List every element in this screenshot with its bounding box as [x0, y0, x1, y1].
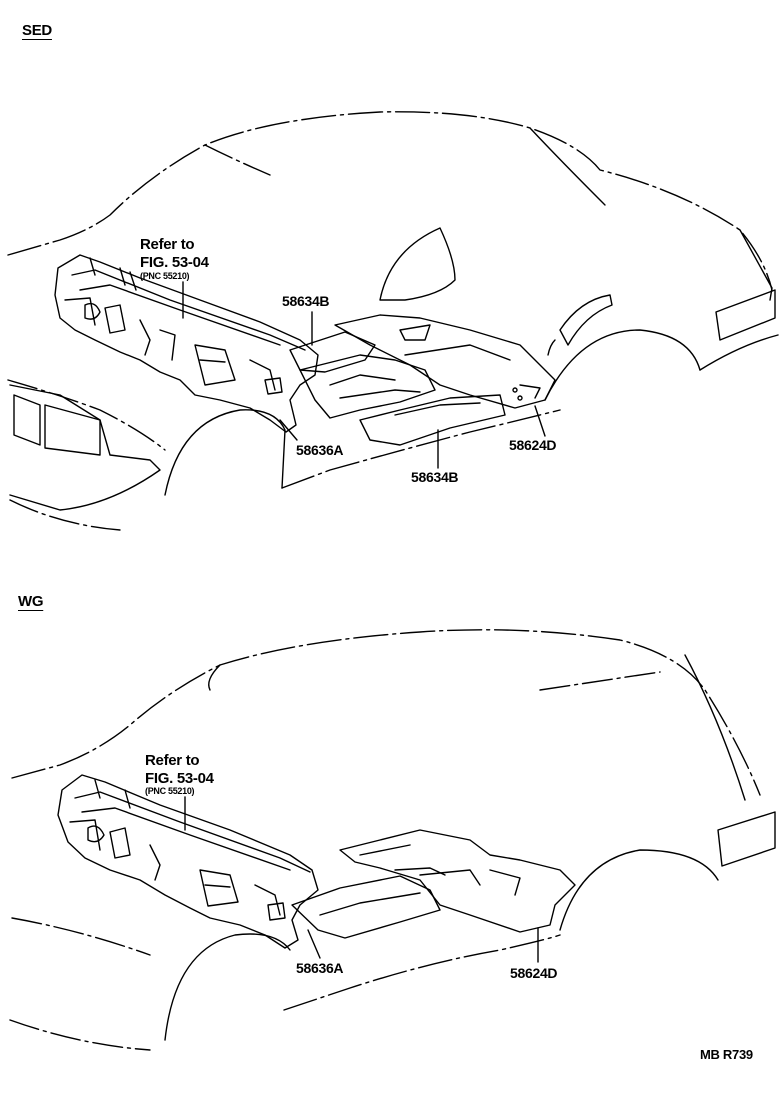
- sedan-refer-line1: Refer to: [140, 236, 195, 253]
- sedan-part-58634B-lower: 58634B: [411, 469, 459, 485]
- wagon-refer-line2: FIG. 53-04: [145, 770, 214, 787]
- wagon-header: WG: [18, 593, 44, 610]
- diagram-code: MB R739: [700, 1047, 753, 1062]
- wagon-part-58624D: 58624D: [510, 965, 558, 981]
- sedan-car-outline: [7, 111, 779, 531]
- sedan-pnc: (PNC 55210): [140, 271, 190, 281]
- wagon-pnc: (PNC 55210): [145, 786, 195, 796]
- sedan-part-58624D: 58624D: [509, 437, 557, 453]
- sedan-floor-silencers: [289, 314, 556, 446]
- wagon-part-58636A: 58636A: [296, 960, 344, 976]
- wagon-dash-panel: [57, 774, 319, 949]
- wagon-refer-line1: Refer to: [145, 752, 200, 769]
- sedan-dash-panel: [54, 254, 319, 433]
- sedan-refer-line2: FIG. 53-04: [140, 254, 209, 271]
- wagon-floor-silencers: [291, 829, 576, 939]
- wagon-car-outline: [9, 629, 776, 1051]
- sedan-part-58636A: 58636A: [296, 442, 344, 458]
- sedan-header: SED: [22, 22, 52, 39]
- wagon-leader-lines: [184, 796, 539, 963]
- sedan-leader-lines: [182, 281, 546, 469]
- sedan-part-58634B-upper: 58634B: [282, 293, 330, 309]
